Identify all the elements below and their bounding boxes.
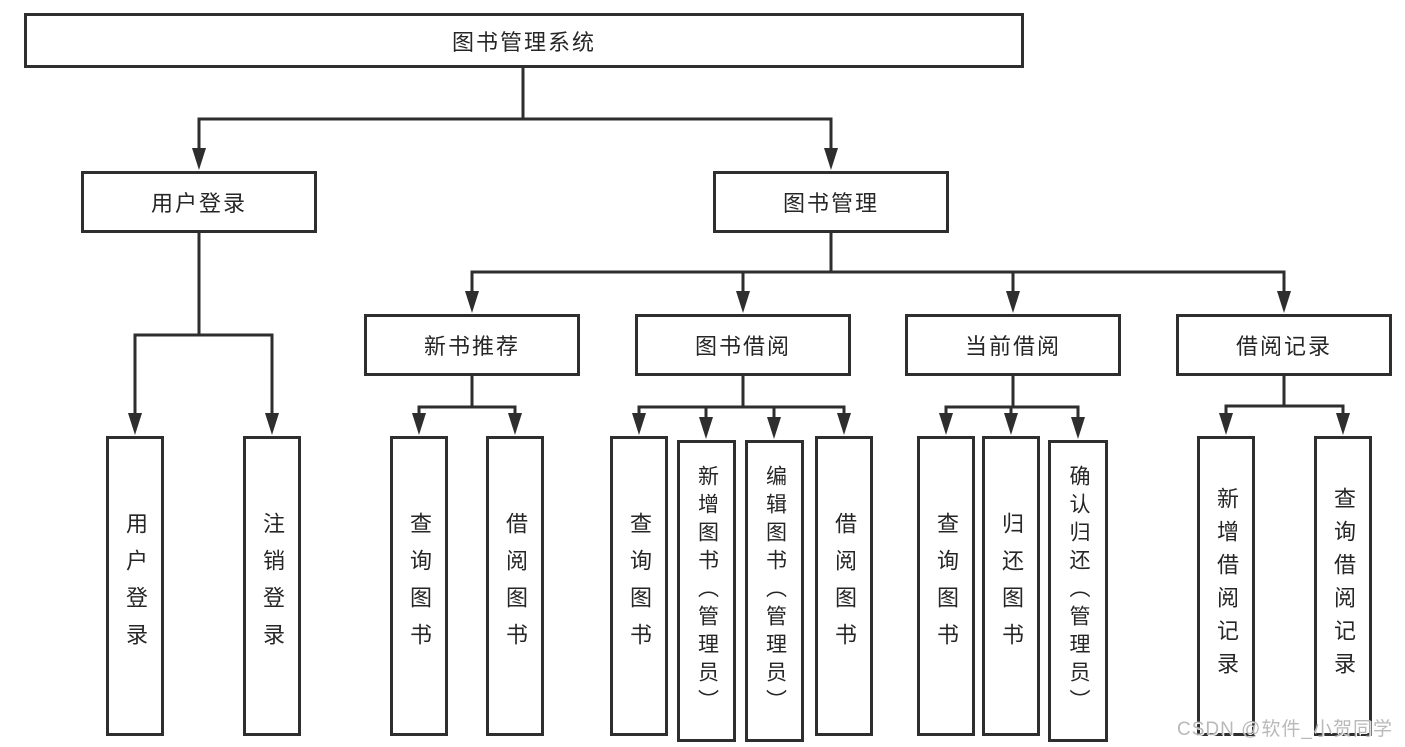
leaf-newbooks-borrow: 借阅图书 — [486, 436, 544, 736]
leaf-records-query: 查询借阅记录 — [1314, 436, 1372, 736]
leaf-current-query: 查询图书 — [917, 436, 975, 736]
connector-book-borrow-children — [632, 373, 851, 439]
node-new-book-recommend: 新书推荐 — [364, 314, 580, 376]
leaf-borrow-edit-admin: 编辑图书（管理员） — [745, 440, 804, 742]
leaf-records-add: 新增借阅记录 — [1197, 436, 1255, 736]
leaf-borrow-query: 查询图书 — [610, 436, 668, 736]
connector-root-to-level2 — [192, 66, 838, 170]
connector-current-borrow-children — [939, 373, 1085, 439]
node-book-management: 图书管理 — [713, 171, 949, 233]
leaf-borrow-add-admin: 新增图书（管理员） — [677, 440, 736, 742]
node-book-borrow: 图书借阅 — [635, 314, 851, 376]
connector-book-management-children — [465, 230, 1291, 313]
leaf-current-confirm-admin: 确认归还（管理员） — [1048, 440, 1108, 742]
leaf-user-login: 用户登录 — [106, 436, 164, 736]
leaf-borrow-borrow: 借阅图书 — [815, 436, 873, 736]
node-borrow-records: 借阅记录 — [1176, 314, 1392, 376]
leaf-logout: 注销登录 — [243, 436, 301, 736]
connector-new-book-recommend-children — [412, 373, 522, 435]
node-root-system: 图书管理系统 — [24, 13, 1024, 68]
connector-user-login-children — [128, 230, 279, 435]
node-user-login: 用户登录 — [81, 171, 317, 233]
node-current-borrow: 当前借阅 — [905, 314, 1121, 376]
leaf-current-return: 归还图书 — [982, 436, 1040, 736]
connector-borrow-records-children — [1219, 373, 1350, 435]
watermark: CSDN @软件_小贺同学 — [1177, 719, 1393, 740]
leaf-newbooks-query: 查询图书 — [390, 436, 448, 736]
